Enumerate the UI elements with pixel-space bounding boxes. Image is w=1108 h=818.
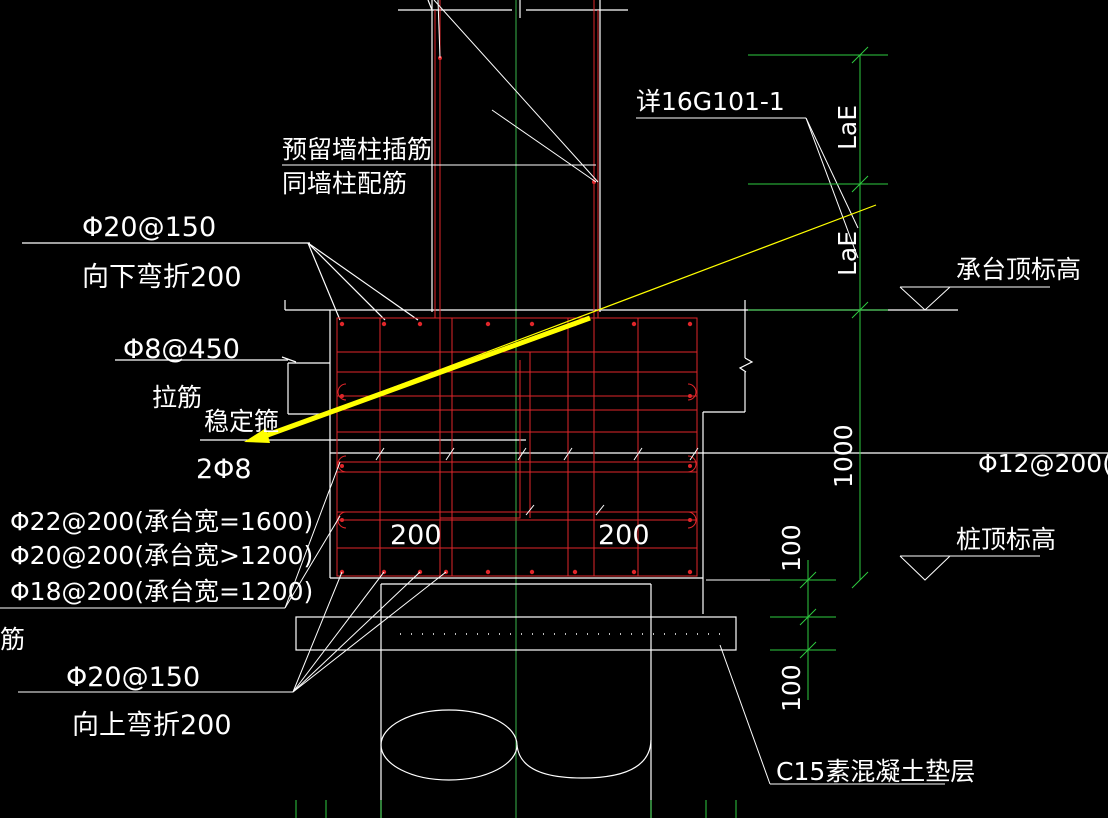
label-reserved-wall-bars-2: 同墙柱配筋 [282, 169, 407, 198]
label-dim-200-left: 200 [390, 520, 442, 551]
column-outline [398, 0, 628, 312]
label-top-bars-spec: Φ20@150 [82, 212, 216, 243]
label-stabilizer-name: 稳定箍 [204, 407, 279, 436]
label-bottom-bars-spec: Φ20@150 [66, 662, 200, 693]
label-tie-name: 拉筋 [152, 383, 202, 412]
label-cap-top-elev: 承台顶标高 [956, 255, 1081, 284]
label-dim-laE-lower: LaE [833, 231, 862, 276]
label-dim-1000: 1000 [829, 424, 858, 488]
label-stabilizer-spec: 2Φ8 [196, 454, 252, 485]
label-dim-100-lower: 100 [777, 664, 806, 712]
label-side-bars-spec: Φ12@200(6 [978, 449, 1108, 478]
label-dim-100-upper: 100 [777, 524, 806, 572]
label-edge-fragment: 筋 [0, 625, 25, 654]
cushion-layer [295, 616, 737, 651]
rebar-dots [339, 56, 693, 575]
label-bottom-rule-1: Φ22@200(承台宽=1600) [10, 507, 313, 536]
label-detail-ref: 详16G101-1 [636, 87, 785, 116]
label-tie-spec: Φ8@450 [123, 334, 240, 365]
bar-ticks [375, 447, 699, 516]
label-pile-top-elev: 桩顶标高 [956, 525, 1056, 554]
label-top-bars-bend: 向下弯折200 [82, 262, 242, 293]
label-bottom-rule-2: Φ20@200(承台宽>1200) [10, 541, 313, 570]
leader-lines [0, 0, 1050, 785]
label-dim-laE-upper: LaE [833, 105, 862, 150]
dimension-lines [295, 46, 888, 818]
pile-cap-outline [22, 242, 1108, 614]
rebar-cage [336, 0, 698, 577]
label-dim-200-right: 200 [598, 520, 650, 551]
label-reserved-wall-bars-1: 预留墙柱插筋 [282, 135, 432, 164]
label-bottom-rule-3: Φ18@200(承台宽=1200) [10, 577, 313, 606]
highlight-arrow [244, 204, 877, 443]
label-bottom-bars-bend: 向上弯折200 [72, 710, 232, 741]
pile-outline [380, 583, 652, 818]
label-cushion: C15素混凝土垫层 [776, 757, 975, 786]
